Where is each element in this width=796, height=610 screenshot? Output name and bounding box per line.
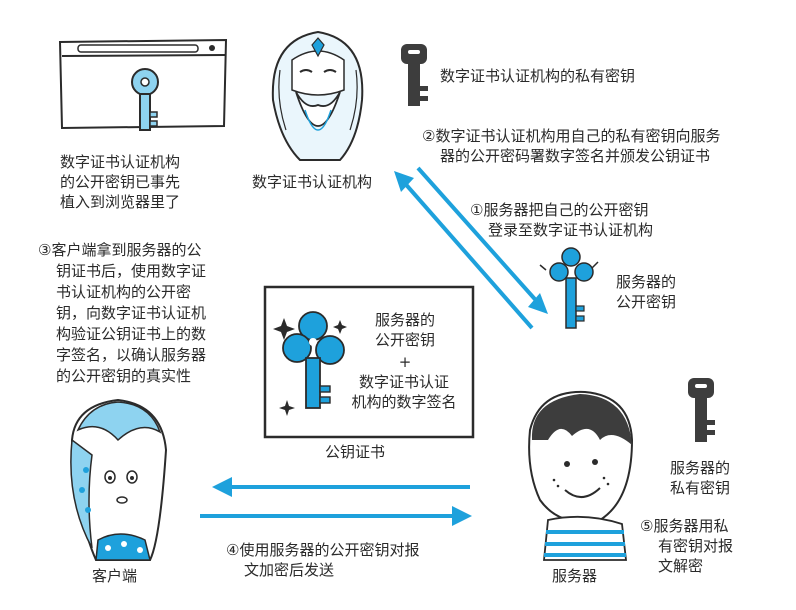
text-line: 公开密钥 bbox=[374, 331, 435, 349]
ca-public-key-preinstalled-text: 数字证书认证机构 的公开密钥已事先 植入到浏览器里了 bbox=[60, 152, 180, 212]
sparkle-icon bbox=[279, 400, 295, 416]
cert-content-top: 服务器的 公开密钥 bbox=[350, 310, 460, 350]
text-line: 私有密钥 bbox=[670, 479, 731, 497]
text-line: ③客户端拿到服务器的公 bbox=[38, 241, 202, 259]
client-character-icon bbox=[70, 398, 168, 561]
text-line: 服务器的 bbox=[670, 459, 731, 477]
sparkle-icon bbox=[273, 318, 295, 340]
step2-text: ②数字证书认证机构用自己的私有密钥向服务 器的公开密码署数字签名并颁发公钥证书 bbox=[422, 126, 720, 166]
text-line: 的公开密钥已事先 bbox=[60, 173, 181, 191]
text-line: 有密钥对报 bbox=[658, 537, 734, 555]
server-character-icon bbox=[528, 390, 634, 561]
text-line: 服务器的 bbox=[616, 273, 677, 291]
cert-content-bottom: 数字证书认证 机构的数字签名 bbox=[338, 372, 470, 412]
sparkle-icon bbox=[333, 320, 347, 334]
client-label: 客户端 bbox=[92, 567, 138, 585]
text-line: 植入到浏览器里了 bbox=[60, 193, 181, 211]
cert-plus: + bbox=[398, 353, 412, 371]
step3-text: ③客户端拿到服务器的公 钥证书后，使用数字证 书认证机构的公开密 钥，向数字证书… bbox=[38, 240, 206, 387]
cert-caption: 公钥证书 bbox=[324, 443, 385, 461]
text-line: ①服务器把自己的公开密钥 bbox=[470, 201, 649, 219]
server-private-key-icon bbox=[688, 378, 715, 442]
text-line: 数字证书认证机构 bbox=[60, 153, 181, 171]
text-line: 登录至数字证书认证机构 bbox=[488, 221, 654, 239]
text-line: 器的公开密码署数字签名并颁发公钥证书 bbox=[440, 147, 711, 165]
step5-text: ⑤服务器用私 有密钥对报 文解密 bbox=[640, 516, 733, 576]
text-line: 书认证机构的公开密 bbox=[56, 283, 192, 301]
ca-public-key-icon bbox=[131, 68, 159, 131]
ca-private-key-icon bbox=[401, 44, 428, 106]
server-public-key-icon bbox=[539, 247, 599, 329]
text-line: ②数字证书认证机构用自己的私有密钥向服务 bbox=[422, 127, 721, 145]
text-line: 服务器的 bbox=[374, 311, 435, 329]
text-line: 构验证公钥证书上的数 bbox=[56, 325, 207, 343]
text-line: 数字证书认证 bbox=[358, 373, 449, 391]
server-private-key-label: 服务器的 私有密钥 bbox=[670, 458, 730, 498]
text-line: 的公开密钥的真实性 bbox=[56, 367, 192, 385]
text-line: 字签名，以确认服务器 bbox=[56, 346, 207, 364]
step1-text: ①服务器把自己的公开密钥 登录至数字证书认证机构 bbox=[470, 200, 653, 240]
text-line: 钥证书后，使用数字证 bbox=[56, 262, 207, 280]
text-line: 文加密后发送 bbox=[244, 561, 335, 579]
text-line: 公开密钥 bbox=[616, 293, 677, 311]
server-label: 服务器 bbox=[552, 567, 598, 585]
server-public-key-label: 服务器的 公开密钥 bbox=[616, 272, 676, 312]
ca-character-icon bbox=[271, 30, 364, 161]
ca-label: 数字证书认证机构 bbox=[252, 173, 373, 191]
certificate-icon bbox=[263, 285, 475, 439]
step4-text: ④使用服务器的公开密钥对报 文加密后发送 bbox=[226, 540, 419, 580]
text-line: 机构的数字签名 bbox=[351, 393, 457, 411]
ca-private-key-label: 数字证书认证机构的私有密钥 bbox=[440, 67, 636, 85]
arrow-icon bbox=[200, 477, 472, 526]
text-line: 钥，向数字证书认证机 bbox=[56, 304, 207, 322]
text-line: ⑤服务器用私 bbox=[640, 517, 729, 535]
text-line: ④使用服务器的公开密钥对报 bbox=[226, 541, 420, 559]
arrow-icon bbox=[394, 166, 548, 330]
text-line: 文解密 bbox=[658, 557, 704, 575]
